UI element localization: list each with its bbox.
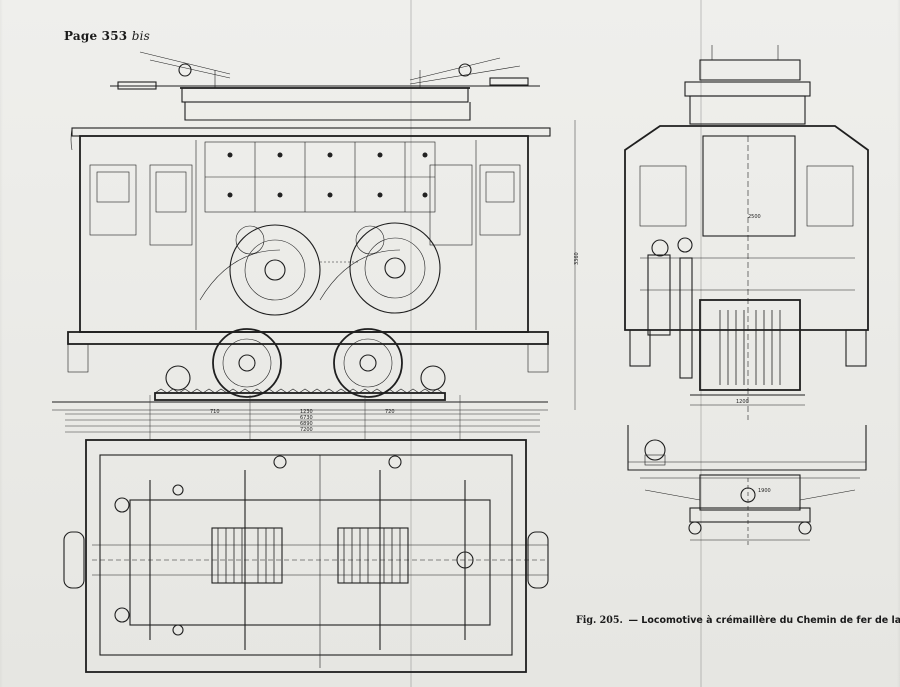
motor-gears (199, 222, 441, 316)
dim-7200: 7200 (300, 427, 313, 433)
side-elevation: 3360 710 1230 6730 6890 7200 720 (52, 51, 580, 440)
page-label: Page 353 bis (64, 29, 150, 43)
figure-title: — Locomotive à crémaillère du Chemin de … (628, 615, 900, 626)
pantograph (110, 51, 540, 103)
height-dimension: 3360 (574, 252, 580, 265)
figure-caption: Fig. 205. — Locomotive à crémaillère du C… (576, 615, 900, 626)
end-elevation: 1200 2500 (624, 45, 869, 420)
dim-1230: 1230 (300, 409, 313, 415)
end-body (624, 125, 869, 331)
dim-section: 1900 (758, 488, 771, 494)
plan-view (63, 439, 549, 673)
page-label-suffix: bis (131, 29, 151, 43)
underframe (67, 331, 549, 345)
dim-end-inner: 2500 (748, 214, 761, 220)
end-section: 1900 (627, 425, 867, 548)
dim-segment-a: 710 (210, 409, 220, 415)
page-label-number: Page 353 (64, 29, 128, 43)
dim-end-width: 1200 (736, 399, 749, 405)
dim-6730: 6730 (300, 415, 313, 421)
figure-number: Fig. 205. (576, 615, 623, 626)
fold-line (700, 0, 702, 687)
locomotive-body (79, 135, 529, 333)
driving-wheels (165, 328, 446, 398)
dim-segment-b: 720 (385, 409, 395, 415)
dim-6890: 6890 (300, 421, 313, 427)
